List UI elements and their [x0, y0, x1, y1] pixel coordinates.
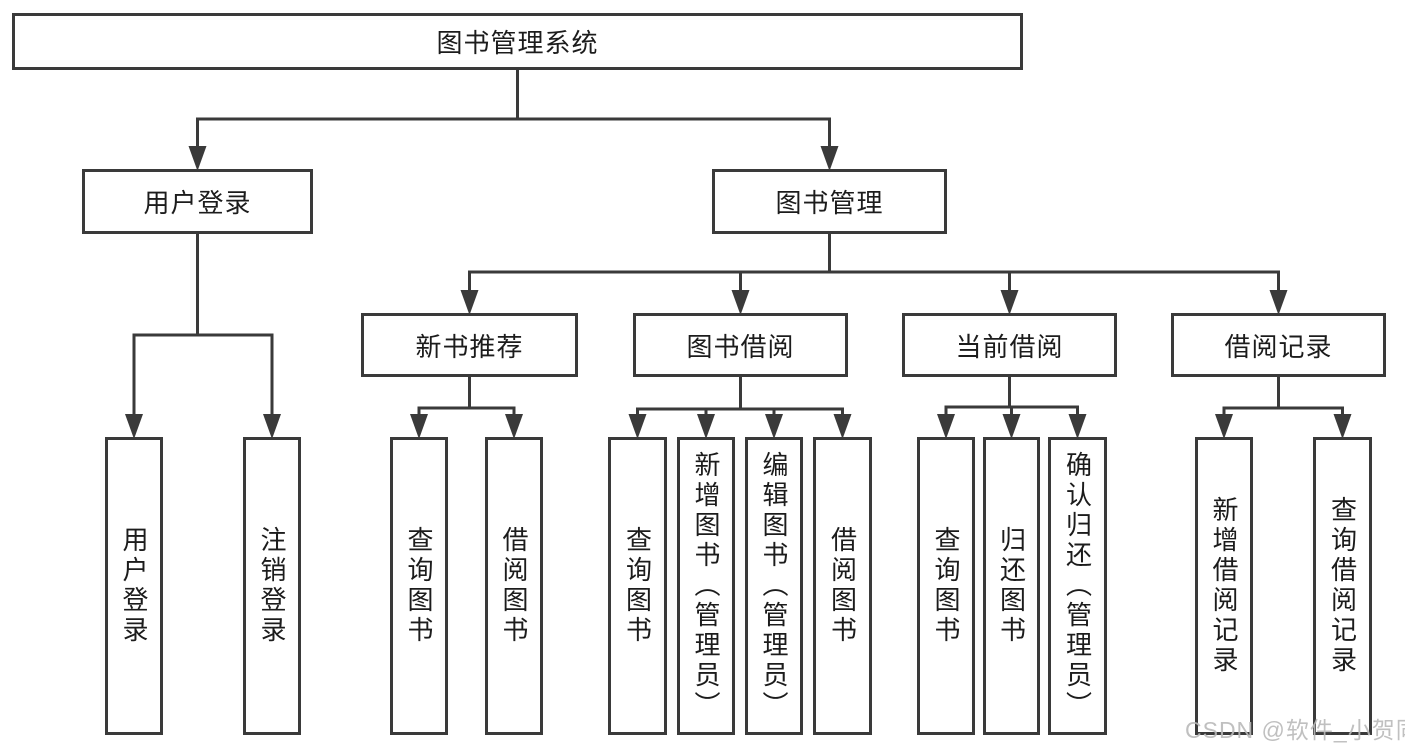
arrow-head	[937, 414, 955, 439]
node-leaf-cb-confirm: 确认归还（管理员）	[1048, 437, 1107, 735]
arrow-head	[628, 414, 647, 439]
arrow-head	[188, 146, 207, 171]
node-leaf-nb-query: 查询图书	[390, 437, 448, 735]
node-root: 图书管理系统	[12, 13, 1023, 70]
node-leaf-login: 用户登录	[105, 437, 163, 735]
node-leaf-nb-borrow: 借阅图书	[485, 437, 543, 735]
arrow-head	[1215, 414, 1233, 439]
node-current-borrow: 当前借阅	[902, 313, 1117, 377]
node-leaf-br-query: 查询借阅记录	[1313, 437, 1372, 735]
arrow-head	[697, 414, 715, 439]
node-book-mgmt: 图书管理	[712, 169, 947, 234]
arrow-head	[1068, 414, 1087, 439]
node-borrow-record: 借阅记录	[1171, 313, 1386, 377]
arrow-head	[460, 290, 479, 315]
node-leaf-cb-return: 归还图书	[983, 437, 1040, 735]
watermark: CSDN @软件_小贺同学	[1185, 717, 1405, 743]
arrow-head	[125, 414, 143, 439]
node-book-borrow: 图书借阅	[633, 313, 848, 377]
arrow-head	[1269, 290, 1288, 315]
node-leaf-bb-edit: 编辑图书（管理员）	[745, 437, 803, 735]
arrow-head	[505, 414, 523, 439]
arrow-head	[263, 414, 281, 439]
arrow-head	[410, 414, 428, 439]
node-leaf-bb-query: 查询图书	[608, 437, 667, 735]
arrow-head	[1333, 414, 1352, 439]
node-user-login: 用户登录	[82, 169, 313, 234]
node-leaf-cb-query: 查询图书	[917, 437, 975, 735]
node-leaf-br-add: 新增借阅记录	[1195, 437, 1253, 735]
node-leaf-logout: 注销登录	[243, 437, 301, 735]
arrow-head	[1000, 290, 1019, 315]
arrow-head	[1002, 414, 1021, 439]
arrow-head	[731, 290, 750, 315]
node-leaf-bb-borrow: 借阅图书	[813, 437, 872, 735]
node-leaf-bb-add: 新增图书（管理员）	[677, 437, 735, 735]
arrow-head	[833, 414, 852, 439]
arrow-head	[765, 414, 783, 439]
node-new-book-rec: 新书推荐	[361, 313, 578, 377]
arrow-head	[820, 146, 839, 171]
